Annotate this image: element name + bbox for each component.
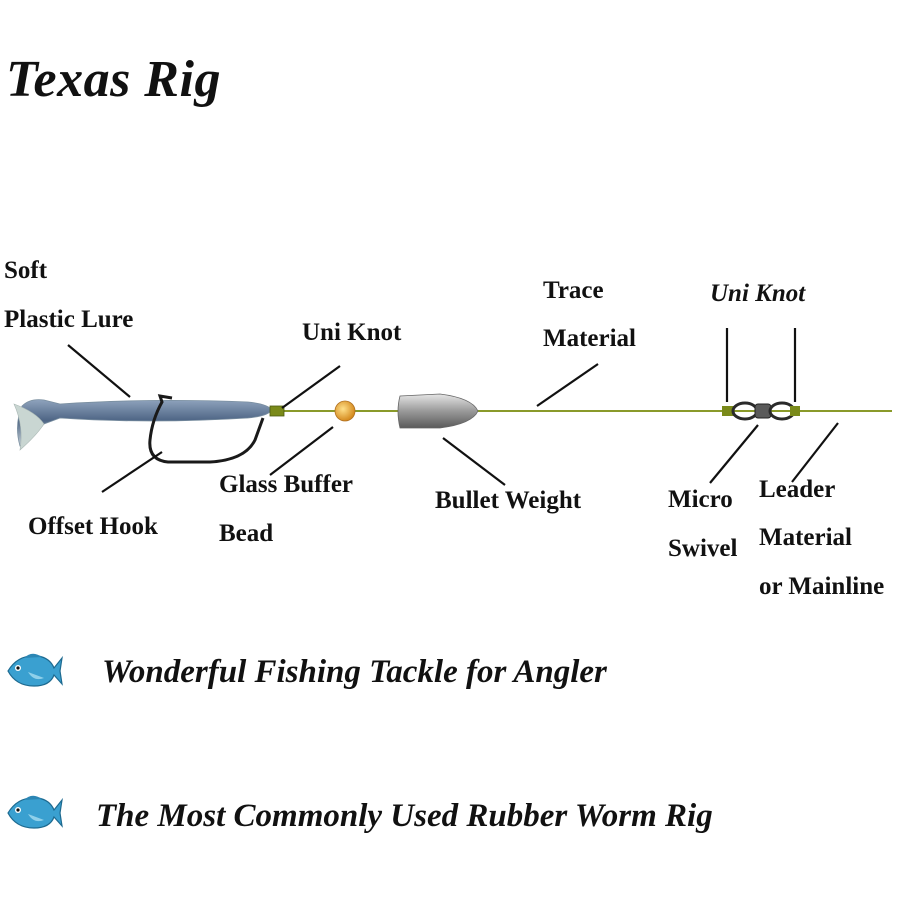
offset-hook <box>148 394 265 464</box>
soft-plastic-lure <box>13 399 273 451</box>
label-micro-line1: Micro <box>668 486 733 513</box>
label-offset-hook: Offset Hook <box>28 513 158 540</box>
page-title: Texas Rig <box>6 51 221 108</box>
glass-buffer-bead <box>334 400 356 422</box>
label-trace-line1: Trace <box>543 277 604 304</box>
label-soft-line1: Soft <box>4 257 48 284</box>
label-uni-knot-right: Uni Knot <box>710 280 806 307</box>
fish-icon <box>7 653 63 687</box>
label-leader-line1: Leader <box>759 476 836 503</box>
label-leader-line2: Material <box>759 524 853 551</box>
label-trace-line2: Material <box>543 325 637 352</box>
leader-lines <box>67 328 839 493</box>
tagline-1: Wonderful Fishing Tackle for Angler <box>102 654 607 690</box>
label-glass-line1: Glass Buffer <box>219 471 354 498</box>
fish-icon <box>7 795 63 829</box>
uni-knot-left <box>269 405 285 417</box>
label-uni-knot-left: Uni Knot <box>302 319 402 346</box>
label-soft-line2: Plastic Lure <box>4 306 134 333</box>
micro-swivel <box>722 401 800 421</box>
tagline-2: The Most Commonly Used Rubber Worm Rig <box>96 798 713 834</box>
label-bullet-weight: Bullet Weight <box>435 487 582 514</box>
label-glass-line2: Bead <box>219 520 274 547</box>
label-leader-line3: or Mainline <box>759 573 885 600</box>
bullet-weight <box>397 393 479 429</box>
label-micro-line2: Swivel <box>668 535 738 562</box>
